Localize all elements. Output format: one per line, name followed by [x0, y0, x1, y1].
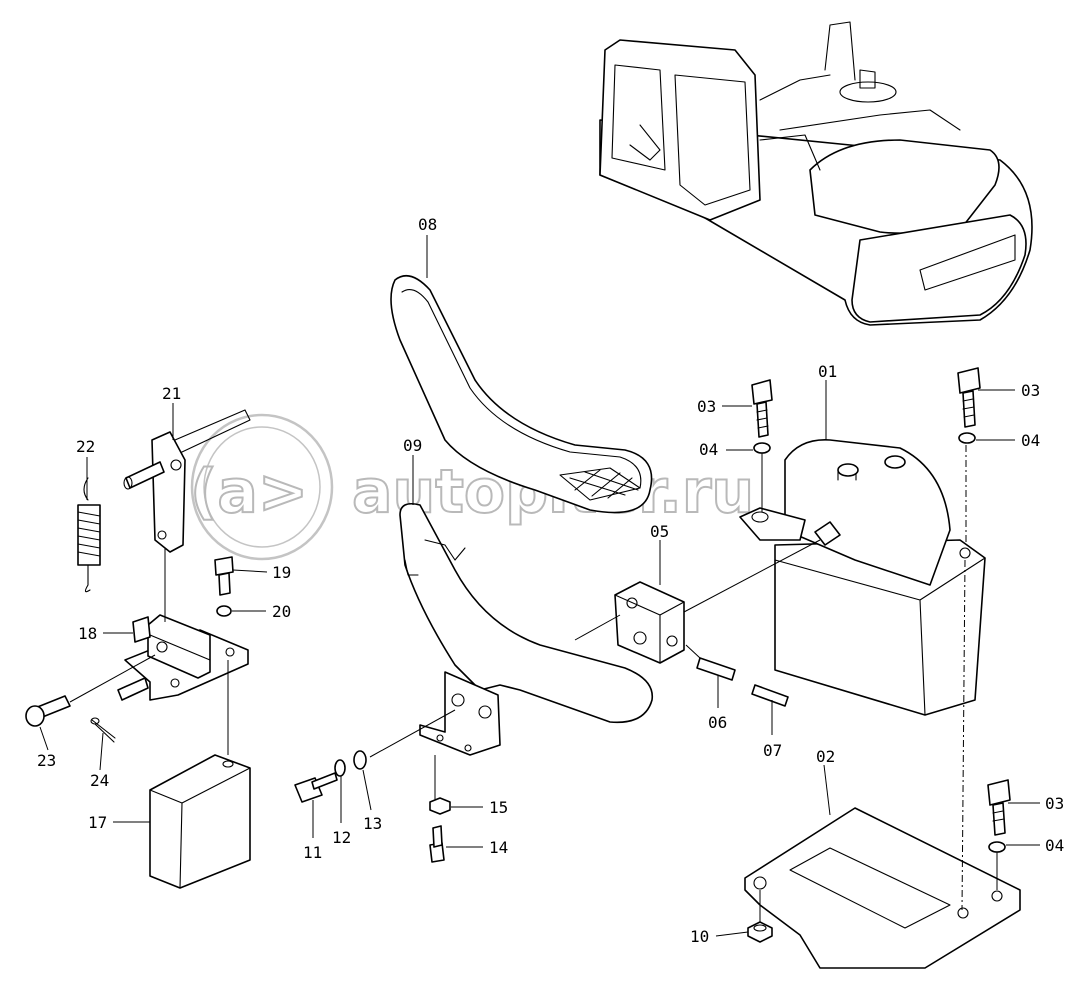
callout-10: 10: [690, 927, 709, 946]
watermark-logo-icon: (a>: [190, 457, 308, 527]
callout-03: 03: [1045, 794, 1064, 813]
washers-12-13: [334, 750, 367, 777]
callout-05: 05: [650, 522, 669, 541]
part-21-lever: [123, 409, 251, 553]
part-08-pedal-pad: [390, 274, 653, 514]
callout-12: 12: [332, 828, 351, 847]
callout-13: 13: [363, 814, 382, 833]
part-19-bolt: [214, 556, 234, 596]
part-03-bolt-right: [957, 367, 981, 428]
callout-09: 09: [403, 436, 422, 455]
excavator-overview: [599, 21, 1033, 326]
callout-23: 23: [37, 751, 56, 770]
part-11-bolt: [294, 772, 338, 803]
part-22-spring: [77, 477, 101, 593]
callout-03: 03: [697, 397, 716, 416]
callout-02: 02: [816, 747, 835, 766]
part-02-base-plate: [744, 807, 1021, 969]
callout-07: 07: [763, 741, 782, 760]
callout-22: 22: [76, 437, 95, 456]
callout-21: 21: [162, 384, 181, 403]
callout-01: 01: [818, 362, 837, 381]
part-18-bracket: [117, 614, 249, 701]
callout-17: 17: [88, 813, 107, 832]
part-10-nut: [747, 921, 773, 943]
callout-labels: 01 02 03 03 03 04 04 04 05 06 07 08 09 1…: [37, 215, 1064, 946]
part-23-pin: [25, 695, 71, 727]
callout-leaders: [39, 235, 1040, 937]
callout-15: 15: [489, 798, 508, 817]
callout-14: 14: [489, 838, 508, 857]
callout-04: 04: [1021, 431, 1040, 450]
callout-04: 04: [1045, 836, 1064, 855]
part-05-block: [614, 581, 685, 664]
callout-03: 03: [1021, 381, 1040, 400]
callout-08: 08: [418, 215, 437, 234]
callout-24: 24: [90, 771, 109, 790]
assembly-lines: [69, 445, 998, 922]
part-07-pin: [751, 684, 789, 707]
part-20-washer: [216, 605, 232, 617]
part-01-controller: [739, 439, 986, 716]
part-17-block: [149, 754, 251, 889]
callout-04: 04: [699, 440, 718, 459]
part-03-bolt-bottom: [987, 779, 1011, 836]
part-03-bolt-top: [751, 379, 773, 438]
callout-20: 20: [272, 602, 291, 621]
part-24-cotter-pin: [90, 717, 116, 743]
callout-19: 19: [272, 563, 291, 582]
part-09-pedal: [399, 502, 654, 756]
callout-06: 06: [708, 713, 727, 732]
part-15-nut: [429, 797, 451, 815]
callout-18: 18: [78, 624, 97, 643]
watermark-ring-icon: [190, 413, 334, 561]
part-06-pin: [696, 657, 736, 681]
part-14-bolt: [429, 825, 445, 863]
callout-11: 11: [303, 843, 322, 862]
